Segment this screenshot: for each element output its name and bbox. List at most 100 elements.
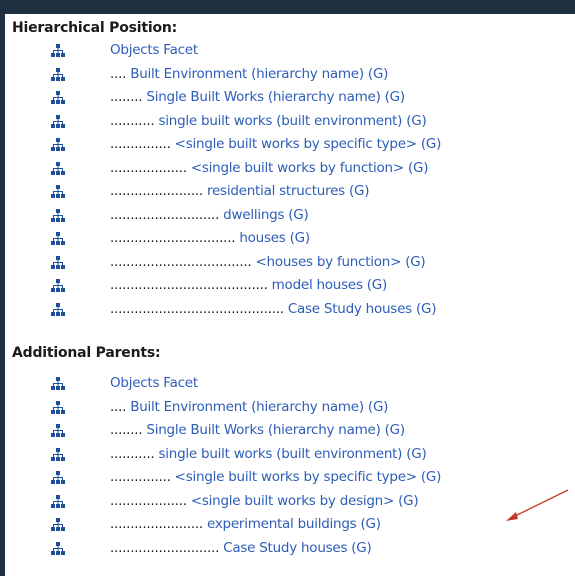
hierarchy-icon[interactable]: [51, 517, 65, 531]
hierarchy-row: ....................................... …: [5, 275, 575, 297]
guide-term-marker[interactable]: (G): [285, 230, 311, 246]
indent-dots: ....: [110, 65, 131, 82]
hierarchy-row-text: ........... single built works (built en…: [110, 445, 427, 462]
term-link[interactable]: experimental buildings: [207, 516, 357, 532]
guide-term-marker[interactable]: (G): [284, 206, 309, 223]
hierarchy-row-text: ................... <single built works …: [110, 492, 419, 509]
guide-term-marker[interactable]: (G): [380, 89, 406, 105]
hierarchy-icon[interactable]: [51, 208, 65, 222]
indent-dots: ....: [110, 398, 131, 415]
hierarchy-row: .... Built Environment (hierarchy name) …: [5, 64, 575, 86]
guide-term-marker[interactable]: (G): [380, 422, 406, 438]
indent-dots: .......................: [110, 183, 207, 199]
hierarchy-row: ................................... <hou…: [5, 252, 575, 274]
guide-term-marker[interactable]: (G): [402, 445, 427, 462]
indent-dots: ...................: [110, 492, 191, 509]
hierarchy-row-text: ....................... experimental bui…: [110, 516, 381, 532]
hierarchy-row: ....................... experimental bui…: [5, 514, 575, 536]
guide-term-marker[interactable]: (G): [411, 300, 437, 317]
hierarchy-icon[interactable]: [51, 400, 65, 414]
hierarchy-row-text: ............................... houses (…: [110, 230, 310, 246]
guide-term-marker[interactable]: (G): [416, 136, 442, 152]
indent-dots: ...........: [110, 445, 159, 462]
term-link[interactable]: Case Study houses: [287, 300, 412, 317]
hierarchy-row: ................... <single built works …: [5, 158, 575, 180]
hierarchy-icon[interactable]: [51, 90, 65, 104]
term-link[interactable]: <single built works by design>: [190, 492, 395, 509]
guide-term-marker[interactable]: (G): [363, 398, 389, 415]
hierarchy-icon[interactable]: [51, 114, 65, 128]
term-link[interactable]: dwellings: [223, 206, 285, 223]
guide-term-marker[interactable]: (G): [416, 469, 442, 485]
hierarchy-row-text: Objects Facet: [110, 375, 198, 391]
term-link[interactable]: Objects Facet: [110, 375, 198, 391]
term-link[interactable]: single built works (built environment): [158, 112, 403, 129]
hierarchy-row-text: ........................... Case Study h…: [110, 540, 372, 556]
hierarchy-row: ........... single built works (built en…: [5, 444, 575, 466]
hierarchy-row-text: ................... <single built works …: [110, 160, 428, 176]
hierarchy-icon[interactable]: [51, 470, 65, 484]
hierarchy-icon[interactable]: [51, 67, 65, 81]
hierarchy-row-text: ............... <single built works by s…: [110, 469, 441, 485]
guide-term-marker[interactable]: (G): [363, 65, 389, 82]
hierarchy-row: ............................... houses (…: [5, 228, 575, 250]
hierarchy-icon[interactable]: [51, 423, 65, 437]
hierarchy-row-text: ........................... dwellings (G…: [110, 207, 309, 223]
term-link[interactable]: Case Study houses: [223, 539, 348, 556]
guide-term-marker[interactable]: (G): [402, 112, 427, 129]
term-link[interactable]: Single Built Works (hierarchy name): [146, 422, 381, 438]
indent-dots: .......................: [110, 516, 207, 532]
hierarchy-row: ........................... dwellings (G…: [5, 205, 575, 227]
guide-term-marker[interactable]: (G): [362, 277, 388, 293]
hierarchy-row-text: ....................................... …: [110, 277, 387, 293]
term-link[interactable]: residential structures: [207, 183, 345, 199]
hierarchy-icon[interactable]: [51, 302, 65, 316]
term-link[interactable]: Built Environment (hierarchy name): [130, 65, 364, 82]
hierarchy-row-text: ............... <single built works by s…: [110, 136, 441, 152]
term-link[interactable]: <single built works by specific type>: [174, 136, 417, 152]
hierarchy-row-text: Objects Facet: [110, 42, 198, 58]
hierarchy-row: ............... <single built works by s…: [5, 467, 575, 489]
hierarchy-row-text: ....................... residential stru…: [110, 183, 369, 199]
hierarchy-icon[interactable]: [51, 231, 65, 245]
hierarchy-row: ................... <single built works …: [5, 491, 575, 513]
indent-dots: ...................................: [110, 253, 256, 270]
term-link[interactable]: <single built works by specific type>: [174, 469, 417, 485]
hierarchy-row-text: ........ Single Built Works (hierarchy n…: [110, 422, 405, 438]
hierarchy-row-text: ........................................…: [110, 301, 436, 317]
hierarchy-icon[interactable]: [51, 278, 65, 292]
indent-dots: ........: [110, 89, 147, 105]
hierarchy-icon[interactable]: [51, 494, 65, 508]
hierarchy-row: ........................................…: [5, 299, 575, 321]
term-link[interactable]: <single built works by function>: [190, 159, 404, 176]
term-link[interactable]: Objects Facet: [110, 42, 198, 58]
term-link[interactable]: <houses by function>: [255, 253, 402, 270]
guide-term-marker[interactable]: (G): [344, 183, 370, 199]
hierarchy-icon[interactable]: [51, 255, 65, 269]
term-link[interactable]: Single Built Works (hierarchy name): [146, 89, 381, 105]
indent-dots: ...............: [110, 469, 175, 485]
hierarchy-icon[interactable]: [51, 137, 65, 151]
indent-dots: ...............................: [110, 230, 240, 246]
hierarchy-icon[interactable]: [51, 376, 65, 390]
hierarchy-icon[interactable]: [51, 447, 65, 461]
hierarchy-row: ........ Single Built Works (hierarchy n…: [5, 420, 575, 442]
hierarchy-icon[interactable]: [51, 541, 65, 555]
guide-term-marker[interactable]: (G): [356, 516, 382, 532]
term-link[interactable]: houses: [239, 230, 286, 246]
hierarchy-row: ............... <single built works by s…: [5, 134, 575, 156]
guide-term-marker[interactable]: (G): [347, 539, 372, 556]
indent-dots: ........................................…: [110, 300, 288, 317]
guide-term-marker[interactable]: (G): [401, 253, 426, 270]
term-link[interactable]: Built Environment (hierarchy name): [130, 398, 364, 415]
indent-dots: .......................................: [110, 277, 272, 293]
hierarchy-icon[interactable]: [51, 161, 65, 175]
hierarchy-icon[interactable]: [51, 43, 65, 57]
guide-term-marker[interactable]: (G): [394, 492, 419, 509]
term-link[interactable]: model houses: [271, 277, 363, 293]
hierarchy-icon[interactable]: [51, 184, 65, 198]
hierarchy-panel: Hierarchical Position: Objects Facet....…: [5, 14, 575, 576]
term-link[interactable]: single built works (built environment): [158, 445, 403, 462]
guide-term-marker[interactable]: (G): [403, 159, 429, 176]
indent-dots: ...............: [110, 136, 175, 152]
